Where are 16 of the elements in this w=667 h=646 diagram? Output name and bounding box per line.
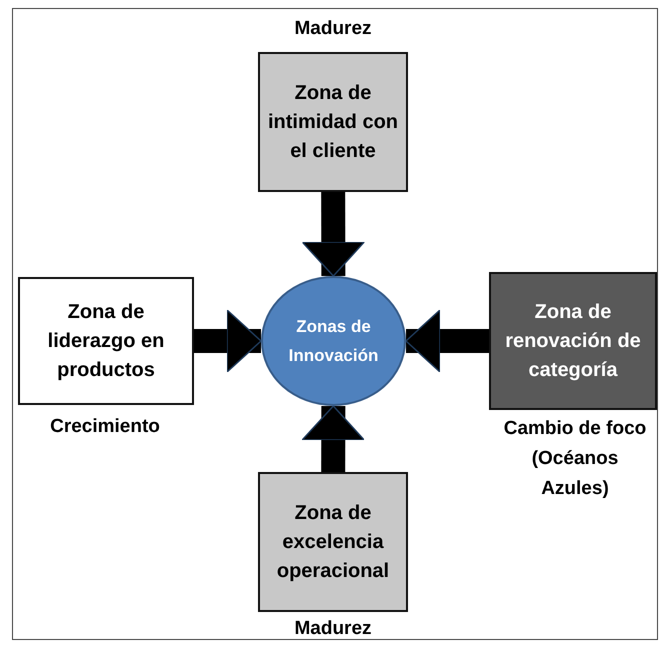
zone-box bbox=[489, 272, 657, 410]
node-label: Zonas de Innovación bbox=[288, 316, 380, 367]
zone-caption: Madurez bbox=[293, 17, 373, 41]
zone-caption: Crecimiento bbox=[49, 415, 161, 439]
node-label: Zona de intimidad con el cliente bbox=[267, 80, 399, 164]
zone-box bbox=[258, 472, 408, 612]
block-arrow bbox=[302, 192, 366, 277]
node-label: Zona de excelencia operacional bbox=[276, 500, 390, 584]
zone-box bbox=[18, 277, 194, 405]
node-label: Zona de liderazgo en productos bbox=[46, 300, 166, 382]
zone-caption: Cambio de foco (Océanos Azules) bbox=[502, 417, 648, 501]
node-label: Zona de renovación de categoría bbox=[504, 300, 642, 382]
block-arrow bbox=[194, 309, 262, 373]
zone-box bbox=[258, 52, 408, 192]
block-arrow bbox=[405, 309, 489, 373]
zone-caption: Madurez bbox=[293, 617, 373, 641]
